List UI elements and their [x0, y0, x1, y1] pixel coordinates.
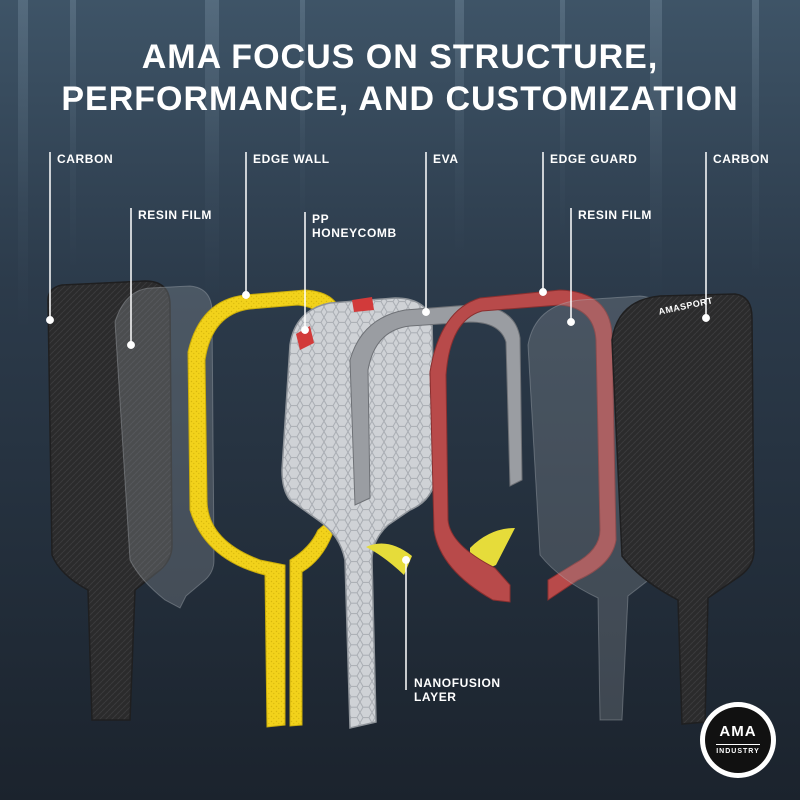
leader-line-dot	[567, 318, 575, 326]
edge-guard-frame	[429, 289, 617, 603]
leader-line-dot	[127, 341, 135, 349]
leader-line-dot	[702, 314, 710, 322]
label-nanofusion-layer: NANOFUSION LAYER	[414, 676, 501, 704]
ama-industry-logo: AMA INDUSTRY	[700, 702, 776, 778]
label-edge-guard: EDGE GUARD	[550, 152, 638, 166]
label-edge-wall: EDGE WALL	[253, 152, 330, 166]
leader-line-dot	[242, 291, 250, 299]
label-carbon-right: CARBON	[713, 152, 770, 166]
leader-line-dot	[301, 326, 309, 334]
logo-subtext: INDUSTRY	[716, 748, 760, 755]
logo-mark: AMA	[719, 723, 757, 740]
eva-frame	[349, 304, 523, 506]
carbon-right-panel	[611, 293, 755, 725]
background-streaks	[18, 0, 759, 330]
title-line-1: AMA FOCUS ON STRUCTURE,	[141, 38, 659, 76]
logo-divider	[716, 744, 760, 745]
label-resin-film-left: RESIN FILM	[138, 208, 212, 222]
leader-line-dot	[46, 316, 54, 324]
leader-line-dot	[422, 308, 430, 316]
label-resin-film-right: RESIN FILM	[578, 208, 652, 222]
title-line-2: PERFORMANCE, AND CUSTOMIZATION	[61, 80, 739, 118]
label-eva: EVA	[433, 152, 459, 166]
logo-inner-circle: AMA INDUSTRY	[705, 707, 771, 773]
leader-line-dot	[539, 288, 547, 296]
leader-lines	[46, 152, 710, 690]
label-pp-honeycomb: PP HONEYCOMB	[312, 212, 397, 240]
leader-line-dot	[402, 556, 410, 564]
carbon-left-panel	[47, 280, 173, 721]
page-title: AMA FOCUS ON STRUCTURE, PERFORMANCE, AND…	[0, 36, 800, 120]
pp-honeycomb-core	[281, 297, 436, 729]
label-carbon-left: CARBON	[57, 152, 114, 166]
